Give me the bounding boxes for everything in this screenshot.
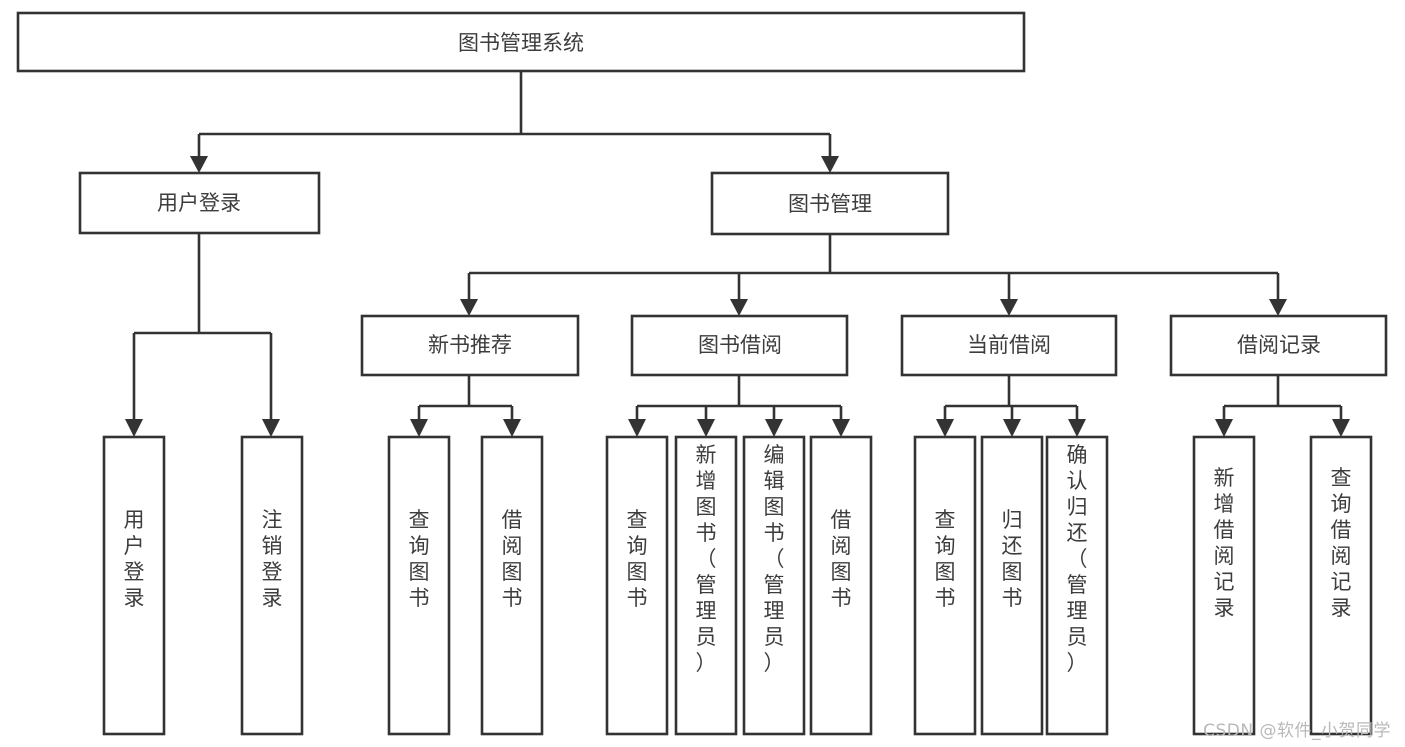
- arrow-to-user-login: [190, 156, 208, 173]
- node-book-borrow-box[interactable]: [630, 314, 849, 377]
- leaf-borrow-book-borrow-box[interactable]: [809, 435, 873, 736]
- leaf-borrow-book-newbook-label: 借阅图书: [502, 508, 523, 610]
- leaf-return-book[interactable]: 归还图书: [980, 435, 1044, 736]
- arrow-leaf-user-login: [125, 419, 143, 437]
- node-new-book-recommend-box[interactable]: [360, 314, 580, 377]
- leaf-query-borrow-record-label: 查询借阅记录: [1331, 466, 1352, 620]
- leaf-query-book-current[interactable]: 查询图书: [913, 435, 977, 736]
- arrow-leaf-add-record: [1215, 419, 1233, 437]
- node-user-login-label: 用户登录: [157, 191, 241, 215]
- leaf-user-login[interactable]: 用户登录: [102, 435, 166, 736]
- arrow-to-borrow-record: [1269, 299, 1287, 316]
- node-book-management[interactable]: 图书管理: [710, 171, 950, 236]
- leaf-user-login-label: 用户登录: [124, 508, 145, 610]
- leaf-logout[interactable]: 注销登录: [240, 435, 304, 736]
- leaf-query-book-borrow[interactable]: 查询图书: [605, 435, 669, 736]
- arrow-leaf-query-book-3: [936, 419, 954, 437]
- leaf-logout-box[interactable]: [240, 435, 304, 736]
- arrow-leaf-query-book-2: [628, 419, 646, 437]
- node-book-management-box[interactable]: [710, 171, 950, 236]
- node-user-login[interactable]: 用户登录: [78, 171, 321, 235]
- node-book-management-label: 图书管理: [788, 192, 872, 216]
- arrow-leaf-return-book: [1003, 419, 1021, 437]
- leaf-borrow-book-newbook[interactable]: 借阅图书: [480, 435, 544, 736]
- node-borrow-record-box[interactable]: [1169, 314, 1388, 377]
- leaf-borrow-book-borrow[interactable]: 借阅图书: [809, 435, 873, 736]
- node-book-borrow-label: 图书借阅: [698, 333, 782, 357]
- leaf-user-login-box[interactable]: [102, 435, 166, 736]
- arrow-to-current-borrow: [1000, 299, 1018, 316]
- leaf-query-borrow-record-box[interactable]: [1309, 435, 1373, 736]
- node-current-borrow-label: 当前借阅: [967, 333, 1051, 357]
- leaf-return-book-label: 归还图书: [1002, 508, 1023, 610]
- arrow-leaf-query-record: [1332, 419, 1350, 437]
- arrow-to-book-mgmt: [821, 156, 839, 173]
- leaf-query-book-borrow-label: 查询图书: [627, 508, 648, 610]
- leaf-query-book-current-label: 查询图书: [935, 508, 956, 610]
- node-root-label: 图书管理系统: [458, 31, 584, 55]
- node-root[interactable]: 图书管理系统: [16, 11, 1026, 73]
- leaf-add-borrow-record-label: 新增借阅记录: [1214, 466, 1235, 620]
- leaf-logout-label: 注销登录: [262, 508, 283, 610]
- leaf-edit-book-admin[interactable]: 编辑图书（管理员）: [742, 435, 806, 736]
- leaf-query-borrow-record[interactable]: 查询借阅记录: [1309, 435, 1373, 736]
- leaf-confirm-return-admin-box[interactable]: [1045, 435, 1109, 736]
- node-borrow-record-label: 借阅记录: [1237, 333, 1321, 357]
- arrow-to-book-borrow: [730, 299, 748, 316]
- arrow-leaf-borrow-book-1: [503, 419, 521, 437]
- leaf-add-book-admin-box[interactable]: [674, 435, 738, 736]
- leaf-edit-book-admin-box[interactable]: [742, 435, 806, 736]
- node-book-borrow[interactable]: 图书借阅: [630, 314, 849, 377]
- node-new-book-recommend[interactable]: 新书推荐: [360, 314, 580, 377]
- connector-layer: [125, 71, 1350, 437]
- arrow-leaf-query-book-1: [410, 419, 428, 437]
- arrow-to-new-book: [460, 299, 478, 316]
- leaf-query-book-newbook-box[interactable]: [387, 435, 451, 736]
- leaf-borrow-book-newbook-box[interactable]: [480, 435, 544, 736]
- leaf-query-book-newbook-label: 查询图书: [409, 508, 430, 610]
- node-current-borrow[interactable]: 当前借阅: [900, 314, 1118, 377]
- node-current-borrow-box[interactable]: [900, 314, 1118, 377]
- arrow-leaf-borrow-book-2: [832, 419, 850, 437]
- leaf-add-book-admin-label: 新增图书（管理员）: [696, 443, 717, 675]
- node-root-box[interactable]: [16, 11, 1026, 73]
- arrow-leaf-add-book: [697, 419, 715, 437]
- leaf-confirm-return-admin-label: 确认归还（管理员）: [1067, 443, 1088, 675]
- leaf-query-book-current-box[interactable]: [913, 435, 977, 736]
- leaf-add-borrow-record[interactable]: 新增借阅记录: [1192, 435, 1256, 736]
- leaf-edit-book-admin-label: 编辑图书（管理员）: [764, 443, 785, 675]
- arrow-leaf-logout: [262, 419, 280, 437]
- arrow-leaf-edit-book: [765, 419, 783, 437]
- leaf-add-borrow-record-box[interactable]: [1192, 435, 1256, 736]
- leaf-return-book-box[interactable]: [980, 435, 1044, 736]
- leaf-query-book-borrow-box[interactable]: [605, 435, 669, 736]
- leaf-borrow-book-borrow-label: 借阅图书: [831, 508, 852, 610]
- node-user-login-box[interactable]: [78, 171, 321, 235]
- leaf-query-book-newbook[interactable]: 查询图书: [387, 435, 451, 736]
- arrow-leaf-confirm-return: [1068, 419, 1086, 437]
- node-borrow-record[interactable]: 借阅记录: [1169, 314, 1388, 377]
- leaf-confirm-return-admin[interactable]: 确认归还（管理员）: [1045, 435, 1109, 736]
- node-new-book-recommend-label: 新书推荐: [428, 333, 512, 357]
- leaf-add-book-admin[interactable]: 新增图书（管理员）: [674, 435, 738, 736]
